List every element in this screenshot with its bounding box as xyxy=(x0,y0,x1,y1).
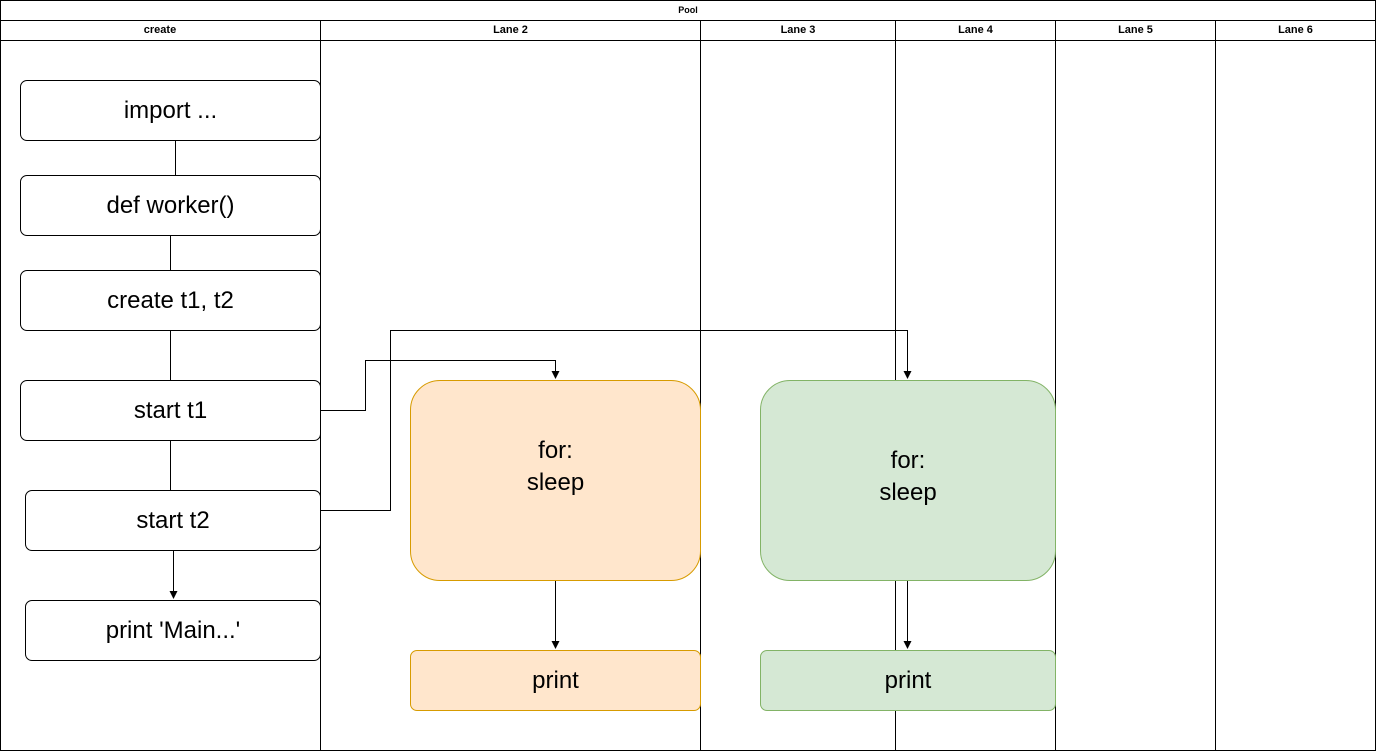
step-print-main[interactable]: print 'Main...' xyxy=(25,600,321,661)
lane-title-3: Lane 3 xyxy=(780,24,816,36)
thread2-loop[interactable]: for: sleep xyxy=(760,380,1056,581)
arrow-start-t1-to-thread1 xyxy=(320,360,560,411)
step-import[interactable]: import ... xyxy=(20,80,321,141)
thread1-print[interactable]: print xyxy=(410,650,701,711)
pool-title: Pool xyxy=(678,5,698,15)
lane-title-6: Lane 6 xyxy=(1278,24,1313,36)
lane-title-2: Lane 2 xyxy=(493,24,528,36)
step-create-threads[interactable]: create t1, t2 xyxy=(20,270,321,331)
step-start-t1[interactable]: start t1 xyxy=(20,380,321,441)
lane-title-create: create xyxy=(143,24,177,36)
step-def-worker[interactable]: def worker() xyxy=(20,175,321,236)
lane-title-5: Lane 5 xyxy=(1118,24,1153,36)
thread2-print[interactable]: print xyxy=(760,650,1056,711)
lane-title-4: Lane 4 xyxy=(958,24,993,36)
thread1-loop[interactable]: for: sleep xyxy=(410,380,701,581)
arrow-start-t2-to-thread2 xyxy=(320,330,912,511)
step-start-t2[interactable]: start t2 xyxy=(25,490,321,551)
